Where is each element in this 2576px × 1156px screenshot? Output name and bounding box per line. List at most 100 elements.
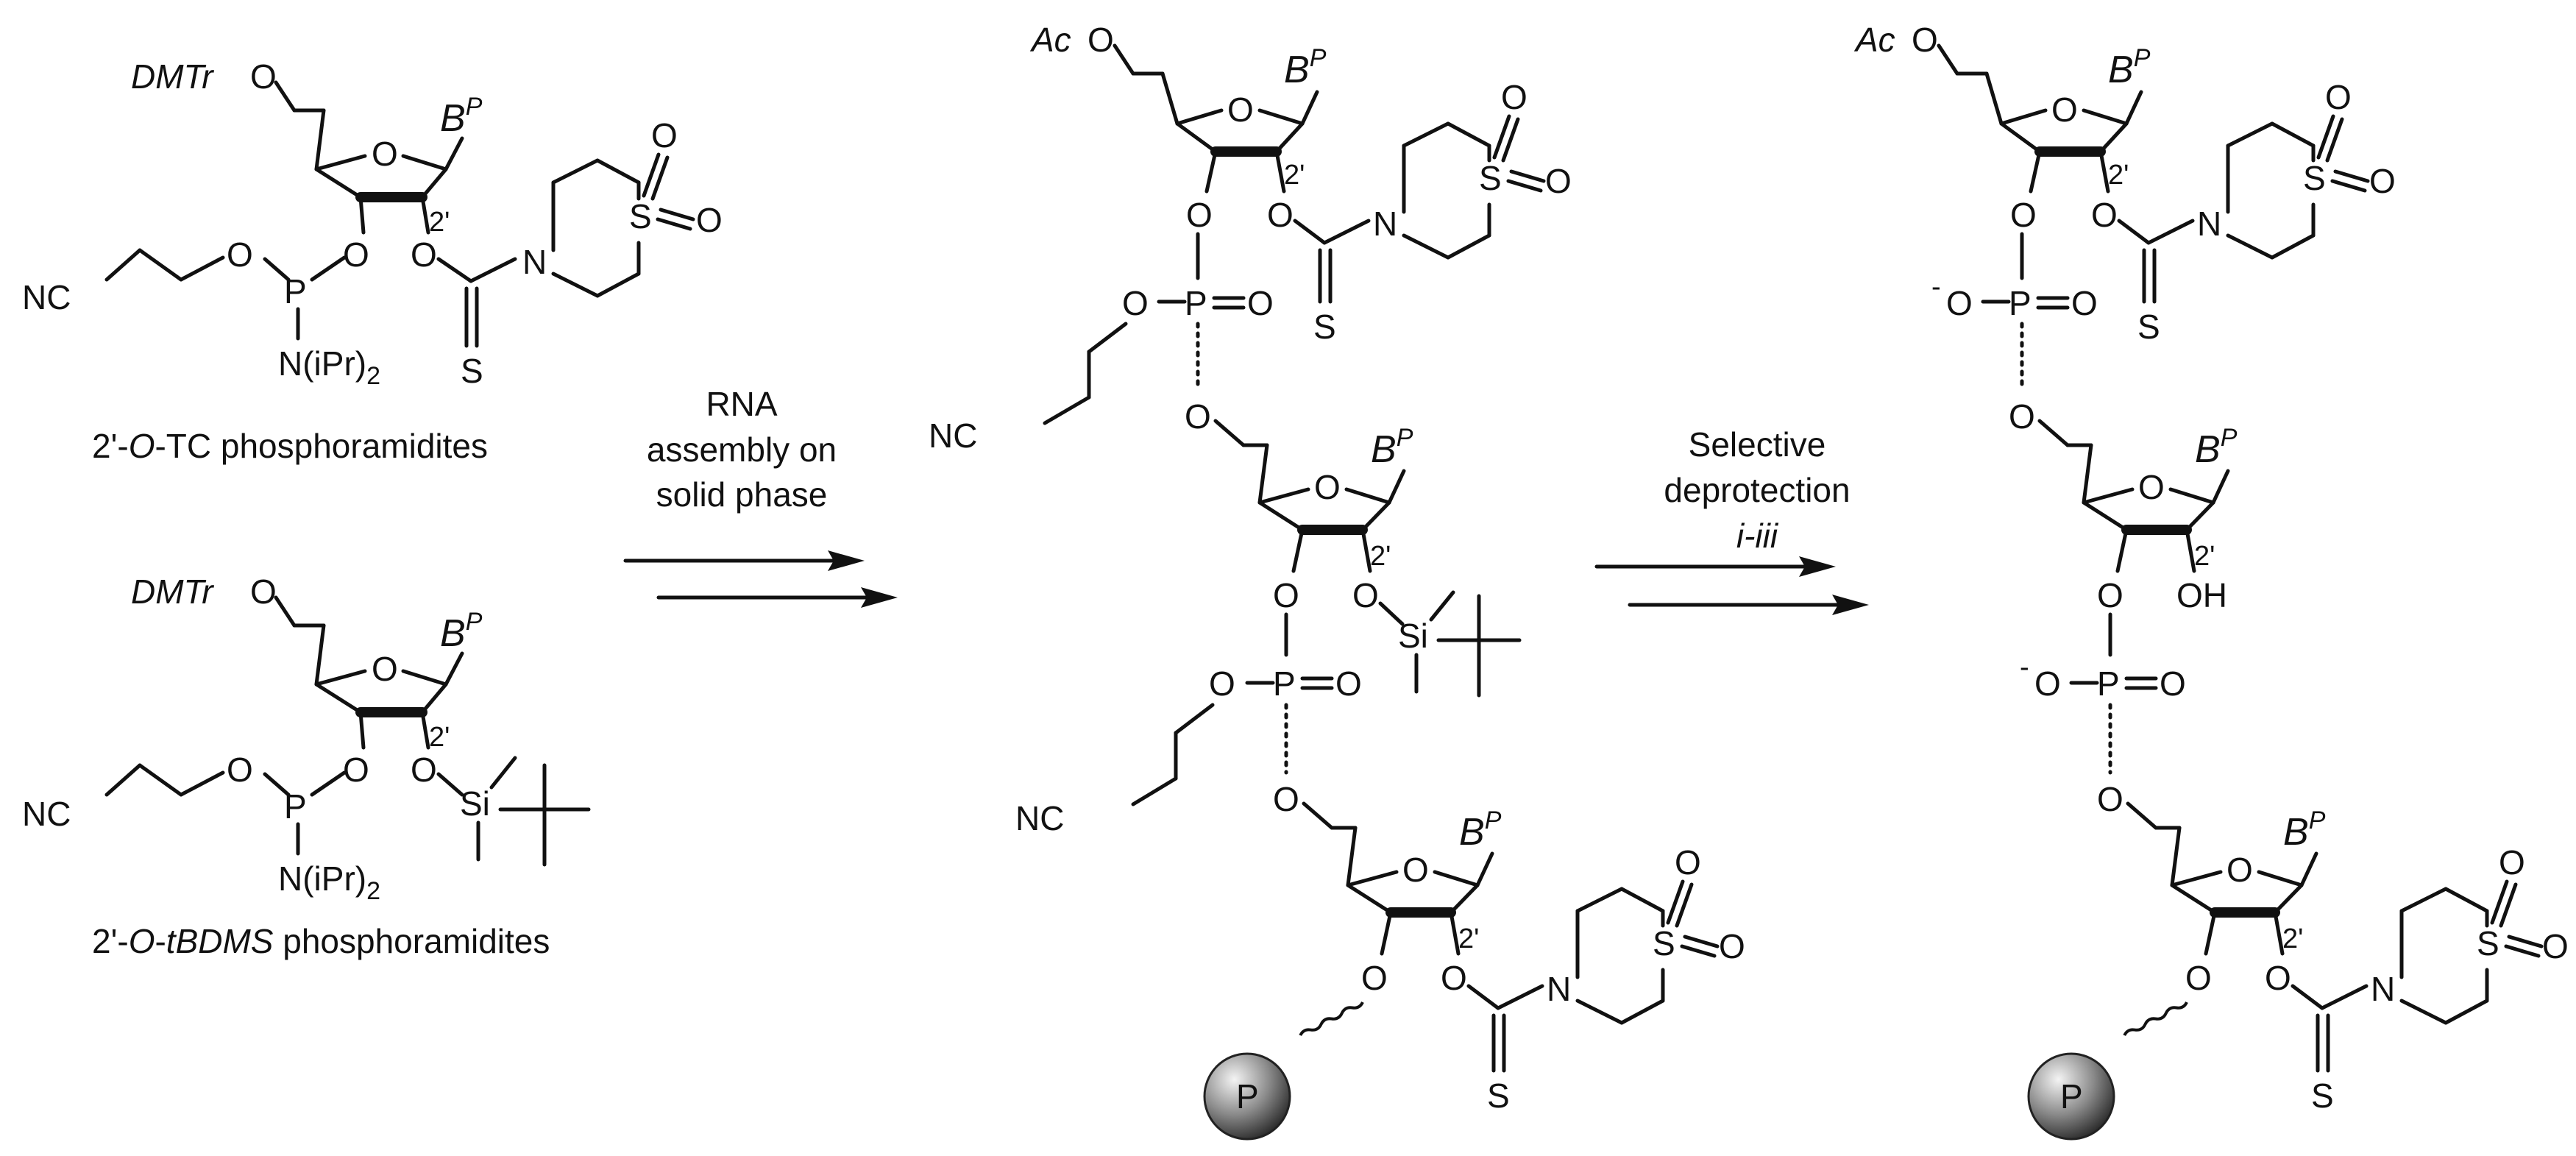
bond <box>1257 443 1269 505</box>
ring-bond <box>2185 500 2215 532</box>
o-5prime: O <box>2009 397 2035 436</box>
so-double <box>2504 944 2541 958</box>
ring-o: O <box>1402 851 1429 889</box>
o-2prime: O <box>1267 196 1294 234</box>
ring-bond <box>2082 500 2129 532</box>
bond-2o <box>2273 910 2285 956</box>
so-double <box>656 217 692 231</box>
bond-base <box>444 651 464 687</box>
bond-3o <box>358 195 366 235</box>
ring-o: O <box>2226 851 2253 889</box>
o-5prime: O <box>1912 21 1938 59</box>
s-thione: S <box>1487 1077 1510 1115</box>
bond <box>2117 219 2151 245</box>
o-sulfone: O <box>2499 843 2525 882</box>
dmtr-label: DMTr <box>131 57 214 96</box>
ring-bond <box>1999 121 2042 154</box>
ring-bond <box>1346 883 1393 915</box>
bond <box>263 772 291 797</box>
ac-label: Ac <box>1029 21 1071 59</box>
ring-bond <box>314 669 367 687</box>
nc-label: NC <box>929 416 977 455</box>
ring-bond <box>1175 108 1224 126</box>
ring-bond <box>1446 121 1491 148</box>
ring-o: O <box>1227 91 1254 129</box>
so-double <box>2499 882 2518 928</box>
ring-bond <box>401 669 448 687</box>
ring-bond <box>1449 883 1480 915</box>
ring-bond <box>551 158 600 185</box>
s-sulfone: S <box>629 197 652 235</box>
ring-bond <box>2270 121 2316 148</box>
o-anion: O <box>2034 664 2061 703</box>
bond <box>310 770 347 797</box>
ring-bond <box>2082 487 2135 505</box>
ring-bond <box>401 154 448 171</box>
bond <box>2037 419 2070 447</box>
ring-bond <box>2170 870 2223 887</box>
bond <box>1984 71 2004 126</box>
bond <box>1087 322 1128 354</box>
o-5prime: O <box>250 57 277 96</box>
s-sulfone: S <box>2303 159 2326 197</box>
o-phosphoryl: O <box>2160 664 2186 703</box>
p-atom: P <box>2097 664 2120 703</box>
bond <box>2291 984 2324 1010</box>
ring-bond <box>1446 233 1491 260</box>
ring-o: O <box>372 135 398 173</box>
base-label: BP <box>440 93 483 140</box>
bond-2o <box>1360 528 1372 573</box>
bond <box>1937 43 1959 76</box>
bond <box>2170 826 2182 887</box>
support-label: P <box>2060 1077 2083 1116</box>
bond <box>1378 601 1405 626</box>
ring-bond <box>2226 121 2274 148</box>
o-3prime: O <box>1361 959 1388 997</box>
bond <box>436 257 473 283</box>
bond-base <box>1387 469 1406 505</box>
bond-2o <box>2185 528 2196 573</box>
o-5prime: O <box>1087 21 1114 59</box>
ring-bond <box>2399 887 2448 913</box>
o-sulfone: O <box>2325 78 2352 116</box>
bond-base <box>2124 90 2143 126</box>
ring-bond <box>1175 121 1218 154</box>
ring-bond <box>2270 233 2316 260</box>
amine-label: N(iPr)2 <box>278 859 380 905</box>
ring-o: O <box>372 650 398 688</box>
so-double <box>1492 114 1511 160</box>
base-label: BP <box>1371 424 1413 471</box>
n-morpholine: N <box>1373 205 1397 243</box>
ring-bond <box>420 682 448 714</box>
bond <box>263 257 291 282</box>
bond-2o <box>420 195 430 235</box>
o-cyanoethyl: O <box>1122 284 1149 322</box>
so-double <box>2507 935 2544 948</box>
ring-bond <box>2168 487 2215 505</box>
bond <box>1043 395 1091 425</box>
o-anion: O <box>1946 284 1973 322</box>
base-label: BP <box>440 608 483 655</box>
ring-bond <box>1346 870 1399 887</box>
arrow-head-icon <box>1832 595 1869 615</box>
bond <box>2320 984 2369 1010</box>
ring-o: O <box>2051 91 2078 129</box>
two-prime-label: 2' <box>2194 541 2215 572</box>
assembly-step: RNA assembly on solid phase <box>623 385 898 608</box>
n-morpholine: N <box>522 243 547 281</box>
o-3prime: O <box>1273 576 1299 614</box>
bond-2o <box>2098 149 2110 194</box>
so-double <box>642 152 661 198</box>
ring-bond <box>2082 108 2129 126</box>
assembly-label-line1: RNA <box>706 385 777 423</box>
o-3prime: O <box>2010 196 2037 234</box>
bond <box>1131 776 1178 806</box>
deprotection-label-line3: i-iii <box>1736 517 1779 555</box>
bond <box>1293 219 1327 245</box>
deprotection-step: Selective deprotection i-iii <box>1594 425 1869 615</box>
ring-bond <box>2098 121 2129 154</box>
o-sulfone: O <box>1501 78 1527 116</box>
bond-base <box>1475 851 1494 887</box>
so-double <box>1675 882 1694 928</box>
bond-base <box>2211 469 2230 505</box>
